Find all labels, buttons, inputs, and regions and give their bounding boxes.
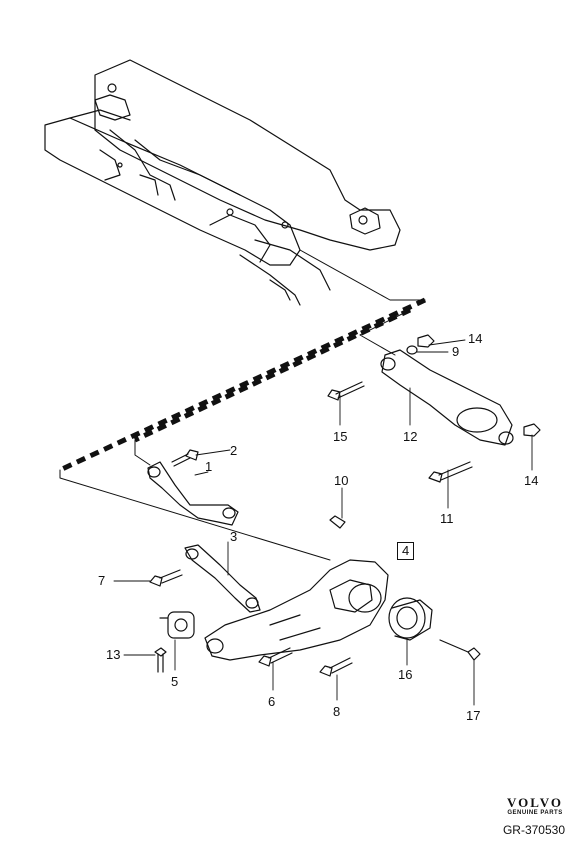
- drawing-number: GR-370530: [502, 823, 565, 837]
- callout-13-bolt: 13: [106, 647, 121, 662]
- callout-7-bolt: 7: [98, 573, 106, 588]
- bolt-15: [327, 381, 365, 401]
- upper-control-arm-12: [380, 349, 514, 446]
- bolt-17: [439, 639, 481, 661]
- trailing-arm: [204, 559, 389, 661]
- volvo-genuine-parts-logo: VOLVO GENUINE PARTS: [507, 795, 563, 816]
- bolt-8: [319, 657, 353, 677]
- alignment-solid-lines: [59, 249, 426, 561]
- callout-3-link-arm: 3: [230, 529, 238, 544]
- callout-17-bolt: 17: [466, 708, 481, 723]
- leader-lines: [113, 339, 533, 706]
- callout-14-lower-nut: 14: [524, 473, 539, 488]
- brand-name: VOLVO: [507, 795, 563, 810]
- rear-subframe: [44, 59, 401, 306]
- callout-10-bolt: 10: [334, 473, 349, 488]
- nut-14-lower: [523, 423, 541, 437]
- callout-15-bolt: 15: [333, 429, 348, 444]
- washer-9: [406, 345, 418, 355]
- callout-4-boxed: 4: [397, 542, 415, 560]
- callout-11-bolt: 11: [440, 511, 454, 526]
- bushing-5: [159, 611, 195, 639]
- nut-14-upper: [417, 334, 435, 348]
- bolt-11: [428, 461, 473, 483]
- bolt-2: [171, 449, 199, 467]
- bolt-6: [258, 647, 293, 667]
- callout-14-upper-nut: 14: [468, 331, 483, 346]
- bolt-13: [154, 647, 167, 673]
- callout-6-bolt: 6: [268, 694, 276, 709]
- callout-9-washer: 9: [452, 344, 460, 359]
- bolt-7: [149, 569, 183, 587]
- wheel-hub-16: [388, 597, 433, 641]
- bolt-10: [329, 515, 346, 529]
- link-arm-1: [147, 461, 239, 526]
- callout-8-bolt: 8: [333, 704, 341, 719]
- link-arm-3: [184, 544, 261, 613]
- callout-2-bolt: 2: [230, 443, 238, 458]
- brand-subtitle: GENUINE PARTS: [507, 810, 563, 816]
- callout-1-link-arm: 1: [205, 459, 213, 474]
- callout-12-upper-control-arm: 12: [403, 429, 418, 444]
- callout-16-hub: 16: [398, 667, 413, 682]
- callout-5-bushing: 5: [171, 674, 179, 689]
- alignment-dashed-lines: [58, 297, 427, 473]
